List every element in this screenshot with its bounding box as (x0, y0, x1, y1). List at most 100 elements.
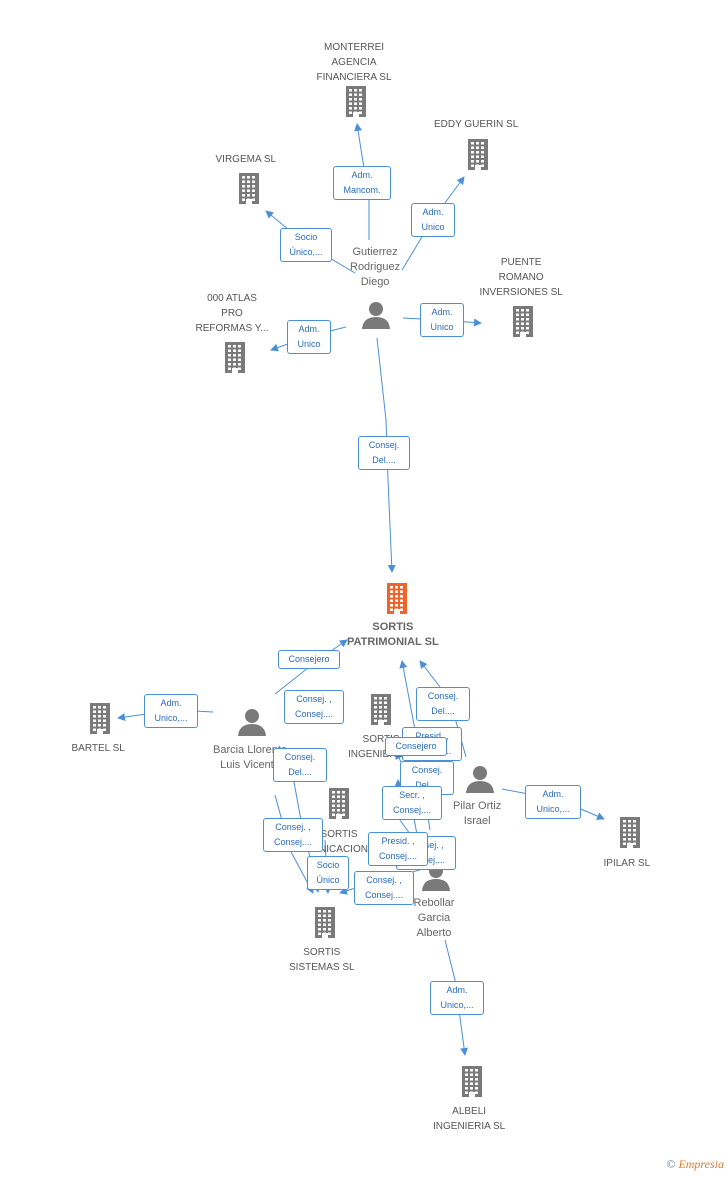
relation-label-box[interactable]: Consej.Del.... (273, 748, 327, 782)
person-label-line: Pilar Ortiz (453, 800, 502, 812)
relation-label-box[interactable]: Secr. ,Consej.... (382, 786, 442, 820)
relation-label-box[interactable]: Adm. Unico (420, 303, 464, 337)
relation-label-line: Consej.... (392, 805, 432, 815)
company-label-line: INGENIERIA SL (433, 1121, 506, 1132)
company-building-icon[interactable] (370, 693, 392, 730)
relation-label-line: Consej.... (294, 709, 334, 719)
company-label[interactable]: VIRGEMA SL (216, 152, 277, 167)
relation-label-box[interactable]: Adm.Unico (411, 203, 455, 237)
relation-label-line: Consej. (284, 752, 316, 762)
relation-label-line: Consejero (288, 654, 330, 664)
company-building-icon[interactable] (467, 138, 489, 175)
company-label-line: BARTEL SL (71, 743, 125, 754)
relation-label-line: Del.... (372, 455, 396, 465)
relation-label-box[interactable]: Consej.Del.... (416, 687, 470, 721)
company-building-icon[interactable] (461, 1065, 483, 1102)
company-label-line: REFORMAS Y... (195, 323, 269, 334)
relation-label-box[interactable]: Consej. ,Consej.... (263, 818, 323, 852)
relation-label-line: Adm. (422, 207, 444, 217)
relation-label-line: Adm. (431, 307, 453, 317)
relation-label-line: Único (316, 875, 340, 885)
relation-label-box[interactable]: Adm. Unico,... (525, 785, 581, 819)
person-label-line: Alberto (416, 927, 452, 939)
relation-label-line: Socio (294, 232, 318, 242)
person-label-line: Rodriguez (350, 261, 401, 273)
relation-label-line: Socio (316, 860, 340, 870)
person-icon[interactable] (465, 765, 495, 798)
relation-label-box[interactable]: Consej. , Consej.... (284, 690, 344, 724)
relation-label-line: Consej. , (366, 875, 402, 885)
person-label-line: Gutierrez (352, 246, 398, 258)
relation-label-box[interactable]: Presid. ,Consej.... (368, 832, 428, 866)
company-label-line: MONTERREI (324, 42, 385, 53)
relation-label-line: Adm. (446, 985, 468, 995)
company-label[interactable]: IPILAR SL (604, 856, 651, 871)
relation-label-line: Unico,... (154, 713, 188, 723)
person-icon[interactable] (361, 301, 391, 334)
company-building-icon[interactable] (314, 906, 336, 943)
company-label-line: FINANCIERA SL (316, 72, 392, 83)
company-building-icon[interactable] (89, 702, 111, 739)
copyright-symbol: © (666, 1157, 676, 1171)
company-label-line: VIRGEMA SL (215, 154, 277, 165)
relation-label-line: Consej. , (275, 822, 311, 832)
relation-label-box[interactable]: Consejero (278, 650, 340, 669)
relation-label-line: Unico (297, 339, 321, 349)
relation-label-box[interactable]: Consejero (385, 737, 447, 756)
relation-label-line: Consejero (395, 741, 437, 751)
company-label-line: PATRIMONIAL SL (347, 636, 439, 648)
relation-label-line: Adm. (542, 789, 564, 799)
relation-label-line: Presid. , (415, 731, 449, 741)
company-label-line: SORTIS (362, 734, 400, 745)
main-company-building-icon[interactable] (386, 582, 408, 619)
company-label[interactable]: SORTIS INGENIERIA... (348, 732, 414, 762)
company-label-line: PUENTE (500, 257, 542, 268)
relation-label-line: Adm. (160, 698, 182, 708)
relation-label-line: Adm. (298, 324, 320, 334)
company-building-icon[interactable] (619, 816, 641, 853)
person-label-line: Luis Vicente (220, 759, 280, 771)
relation-label-box[interactable]: Adm. Unico (287, 320, 331, 354)
relation-label-line: Unico,... (536, 804, 570, 814)
company-building-icon[interactable] (512, 305, 534, 342)
relation-label-line: Mancom. (343, 185, 381, 195)
company-label[interactable]: EDDY GUERIN SL (434, 117, 518, 132)
company-label-line: INGENIERIA... (348, 749, 415, 760)
person-icon[interactable] (237, 708, 267, 741)
relation-label-box[interactable]: Consej.Del.... (358, 436, 410, 470)
person-label-line: Garcia (417, 912, 451, 924)
relation-label-line: Consej. (427, 691, 459, 701)
company-label-line: SORTIS (372, 621, 414, 633)
relation-label-line: Consej. , (296, 694, 332, 704)
company-label-line: AGENCIA (331, 57, 377, 68)
company-label[interactable]: SORTIS PATRIMONIAL SL (347, 620, 439, 650)
company-building-icon[interactable] (328, 787, 350, 824)
relation-label-line: Unico (430, 322, 454, 332)
person-label-line: Israel (463, 815, 491, 827)
company-building-icon[interactable] (238, 172, 260, 209)
company-label[interactable]: BARTEL SL (72, 741, 125, 756)
relation-label-box[interactable]: Adm. Unico,... (144, 694, 198, 728)
relation-label-box[interactable]: Adm.Mancom. (333, 166, 391, 200)
company-building-icon[interactable] (224, 341, 246, 378)
person-label-line: Barcia Llorente (213, 744, 287, 756)
company-label[interactable]: MONTERREI AGENCIA FINANCIERA SL (317, 40, 392, 85)
company-label-line: COMUNICACIONES... (288, 844, 390, 855)
company-label-line: EDDY GUERIN SL (434, 119, 519, 130)
relation-label-line: Presid. , (381, 836, 415, 846)
relation-label-box[interactable]: Consej. ,Consej.... (354, 871, 414, 905)
brand-logo[interactable]: Empresia (678, 1157, 724, 1171)
relation-label-box[interactable]: Adm.Unico,... (430, 981, 484, 1015)
company-building-icon[interactable] (345, 85, 367, 122)
